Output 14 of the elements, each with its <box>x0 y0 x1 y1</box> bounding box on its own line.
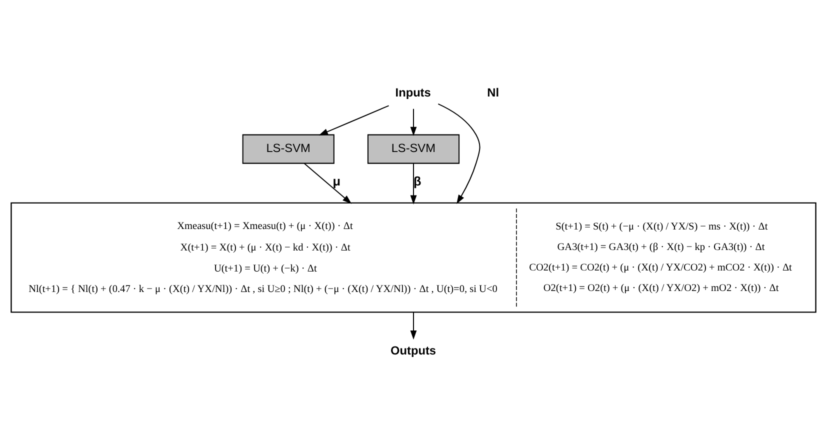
arrow <box>438 102 480 204</box>
label: Nl <box>487 84 500 99</box>
node-text: Inputs <box>395 84 431 99</box>
node-box: Xmeasu(t+1) = Xmeasu(t) + (μ · X(t)) · Δt X(t+1) = X(t) + (μ · X(t) − kd · X(t)) · Δt U(t+1) = U(t) + (−k) · Δt Nl(t+1) = { Nl(t) + (0.47 · k − μ · (X(t) / YX/Nl)) · Δt , si U≥0 ; Nl(t) + (−μ · (X(t) / YX/Nl)) · Δt , U(t)=0, si U<0 S(t+1) = S(t) + (−μ · (X(t) / YX/S) − ms · X(t)) · Δt GA3(t+1) = GA3(t) + (β · X(t) − kp · GA3(t)) · Δt CO2(t+1) = CO2(t) + (μ · (X(t) / YX/CO2) + mCO2 · X(t)) · Δt O2(t+1) = O2(t) + (μ · (X(t) / YX/O2) + mO2 · X(t)) · Δt <box>10 202 816 312</box>
arrow <box>304 162 352 204</box>
node-box: LS-SVM <box>242 134 334 164</box>
arrow <box>318 104 389 135</box>
arrow <box>410 108 417 136</box>
arrow <box>410 312 417 340</box>
edge-label: μ <box>332 174 340 188</box>
node-box: LS-SVM <box>367 134 460 164</box>
arrow <box>410 162 417 204</box>
node-text: Outputs <box>390 343 436 358</box>
edge-label: β <box>414 174 422 188</box>
